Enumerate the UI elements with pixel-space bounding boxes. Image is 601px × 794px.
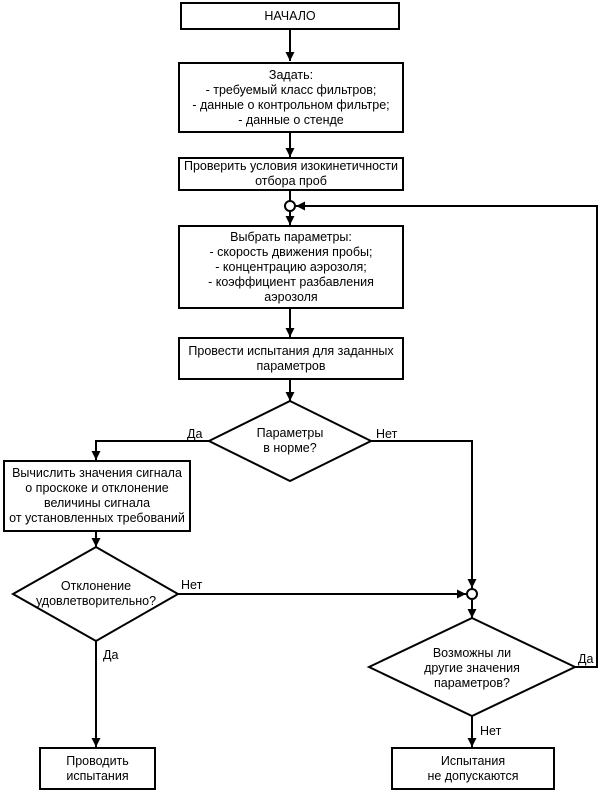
text-line: Проверить условия изокинетичности [183,159,399,173]
text-line: параметров? [434,675,510,690]
text-line: - данные о стенде [238,112,344,127]
text-line: не допускаются [427,768,519,783]
other-no-label: Нет [480,724,502,738]
loop-junction-circle [284,200,296,212]
deviation-yes-label: Да [103,648,119,662]
no-junction-circle [466,588,478,600]
text-line: Проводить [66,753,129,768]
other-yes-label: Да [578,652,594,666]
text-line: - концентрацию аэрозоля; [215,259,367,274]
text-line: отбора проб [255,174,327,188]
text-line: Задать: [268,67,314,82]
text-line: испытания [66,768,129,783]
text-line: Параметры [256,426,324,440]
text-line: параметров [256,358,326,373]
start-box: НАЧАЛО [180,2,400,30]
set-params-box: Задать:- требуемый класс фильтров;- данн… [178,62,404,133]
text-line: Вычислить значения сигнала [12,466,182,480]
params-ok-yes-label: Да [187,427,203,441]
params-ok-diamond [206,399,374,483]
text-line: другие значения [424,660,520,675]
select-params-box: Выбрать параметры:- скорость движения пр… [178,225,404,309]
text-line: Испытания [440,753,506,768]
text-line: от установленных требований [9,511,185,525]
arrow-params-no [371,440,477,588]
text-line: аэрозоля [264,289,318,304]
text-line: о проскоке и отклонение [25,481,169,495]
text-line: в норме? [263,441,317,455]
text-line: Выбрать параметры: [230,229,352,244]
deviation-no-label: Нет [181,578,203,592]
arrow-other-yes-loop [296,201,598,668]
text-line: - данные о контрольном фильтре; [192,97,390,112]
params-ok-no-label: Нет [376,427,398,441]
arrow-params-yes [91,440,209,460]
text-line: Провести испытания для заданных [188,343,394,358]
text-line: - требуемый класс фильтров; [205,82,377,97]
text-line: удовлетворительно? [35,594,157,608]
text-line: НАЧАЛО [264,8,316,23]
text-line: Возможны ли [432,645,512,660]
text-line: - коэффициент разбавления [208,274,374,289]
text-line: Отклонение [60,579,132,593]
text-line: - скорость движения пробы; [209,244,373,259]
text-line: величины сигнала [43,496,151,510]
